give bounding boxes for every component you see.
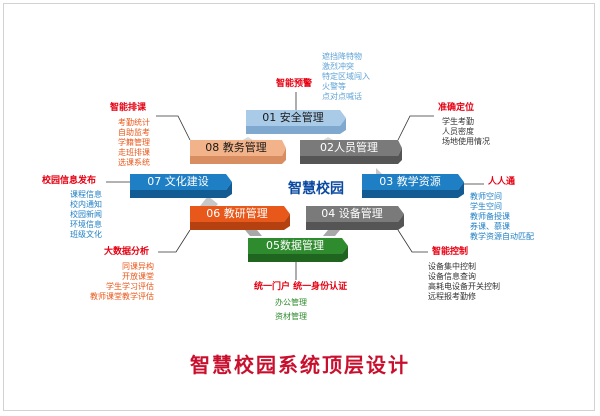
- line-locate: [397, 115, 434, 141]
- publish-item: 校园新闻: [70, 210, 102, 219]
- portal-list: 办公管理 资材管理: [256, 298, 326, 322]
- publish-item: 班级文化: [70, 230, 102, 239]
- alert-list: 遮挡降特物 激烈冲突 特定区域闯入 火警等 点对点喊话: [322, 52, 370, 102]
- module-02-side: [300, 148, 402, 164]
- people-item: 教师空间: [470, 192, 502, 201]
- control-item: 设备信息查询: [428, 272, 476, 281]
- alert-item: 火警等: [322, 82, 346, 91]
- publish-item: 环境信息: [70, 220, 102, 229]
- bigdata-item: 开放课堂: [122, 272, 154, 281]
- module-07-label: 07 文化建设: [147, 175, 209, 188]
- bigdata-item: 学生学习评估: [106, 282, 154, 291]
- locate-heading: 准确定位: [438, 103, 475, 113]
- bigdata-item: 同课异构: [122, 262, 154, 271]
- portal-heading: 统一门户 统一身份认证: [254, 282, 348, 292]
- module-04-label: 04 设备管理: [321, 207, 383, 220]
- module-08-side: [190, 148, 286, 164]
- page-title: 智慧校园系统顶层设计: [190, 353, 410, 377]
- schedule-item: 考勤统计: [118, 118, 150, 127]
- portal-item: 资材管理: [275, 312, 307, 321]
- control-item: 设备集中控制: [428, 262, 476, 271]
- people-item: 教学资源自动匹配: [470, 232, 534, 241]
- publish-item: 课程信息: [70, 190, 102, 199]
- module-01-shape: [246, 110, 346, 126]
- locate-item: 学生考勤: [442, 117, 474, 126]
- line-schedule: [156, 115, 191, 141]
- schedule-item: 自助监考: [118, 128, 150, 137]
- module-06-shape: [190, 206, 290, 222]
- locate-list: 学生考勤 人员密度 场地使用情况: [442, 117, 490, 147]
- alert-item: 点对点喊话: [322, 92, 362, 101]
- people-item: 学生空间: [470, 202, 502, 211]
- control-list: 设备集中控制 设备信息查询 高耗电设备开关控制 远程报考勤修: [428, 262, 500, 302]
- control-item: 高耗电设备开关控制: [428, 282, 500, 291]
- publish-item: 校内通知: [70, 200, 102, 209]
- line-bigdata: [158, 229, 191, 253]
- module-02-shape: [300, 140, 402, 156]
- module-02-label: 02人员管理: [320, 141, 378, 154]
- module-06-label: 06 教研管理: [206, 207, 268, 220]
- alert-item: 激烈冲突: [322, 62, 354, 71]
- locate-item: 场地使用情况: [442, 137, 490, 146]
- people-item: 券课、慕课: [470, 222, 510, 231]
- module-01-side: [246, 118, 346, 134]
- control-heading: 智能控制: [432, 247, 469, 257]
- schedule-heading: 智能排课: [110, 103, 147, 113]
- diagram-frame: [3, 3, 595, 411]
- module-03-shape: [362, 174, 464, 190]
- module-08-label: 08 教务管理: [205, 141, 267, 154]
- module-03-side: [362, 182, 464, 198]
- people-heading: 人人通: [488, 177, 516, 187]
- people-item: 教师备授课: [470, 212, 510, 221]
- module-07-shape: [130, 174, 232, 190]
- module-07-side: [130, 182, 232, 198]
- module-08-shape: [190, 140, 286, 156]
- control-item: 远程报考勤修: [428, 292, 476, 301]
- locate-item: 人员密度: [442, 127, 474, 136]
- line-control: [397, 229, 428, 253]
- portal-item: 办公管理: [275, 298, 307, 307]
- schedule-list: 考勤统计 自助监考 学籍管理 走班排课 选课系统: [100, 118, 150, 168]
- bigdata-heading: 大数据分析: [104, 247, 150, 257]
- core-label: 智慧校园: [288, 181, 344, 197]
- publish-heading: 校园信息发布: [42, 176, 97, 186]
- module-03-label: 03 教学资源: [379, 175, 441, 188]
- alert-item: 遮挡降特物: [322, 52, 362, 61]
- alert-heading: 智能预警: [276, 79, 313, 89]
- module-06-side: [190, 214, 290, 230]
- bigdata-item: 教师课堂教学评估: [90, 292, 154, 301]
- module-05-shape: [248, 238, 348, 254]
- schedule-item: 走班排课: [118, 148, 150, 157]
- schedule-item: 选课系统: [118, 158, 150, 167]
- module-04-shape: [306, 206, 404, 222]
- publish-list: 课程信息 校内通知 校园新闻 环境信息 班级文化: [70, 190, 102, 240]
- alert-item: 特定区域闯入: [322, 72, 370, 81]
- module-04-side: [306, 214, 404, 230]
- schedule-item: 学籍管理: [118, 138, 150, 147]
- module-01-label: 01 安全管理: [262, 111, 324, 124]
- module-05-side: [248, 246, 348, 262]
- people-list: 教师空间 学生空间 教师备授课 券课、慕课 教学资源自动匹配: [470, 192, 534, 242]
- bigdata-list: 同课异构 开放课堂 学生学习评估 教师课堂教学评估: [64, 262, 154, 302]
- module-05-label: 05数据管理: [266, 239, 324, 252]
